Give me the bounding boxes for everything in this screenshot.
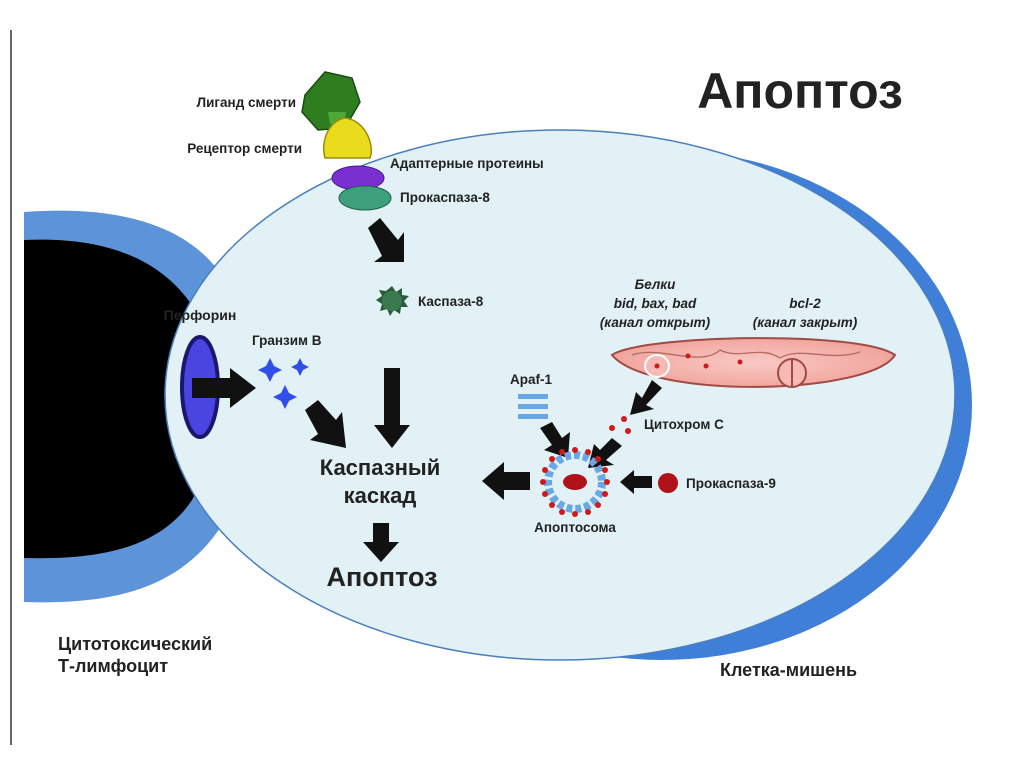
granzyme-star-1 [258,358,282,382]
granzyme-star-2 [291,358,309,376]
cytochrome-dot-3 [625,428,631,434]
cytochrome-c-label: Цитохром С [644,417,724,432]
proteins-names: bid, bax, bad [614,296,697,311]
arrow-granzyme-to-cascade [305,400,346,448]
procaspase8-label: Прокаспаза-8 [400,190,490,205]
t-lymphocyte-label-2: Т-лимфоцит [58,656,168,676]
arrow-perforin-to-granzyme [192,368,256,408]
target-cell [164,129,972,661]
cytochrome-c-dots [609,416,631,434]
caspase8-label: Каспаза-8 [418,294,484,309]
cytochrome-dot-2 [621,416,627,422]
apaf1-icon [518,394,548,419]
granzyme-b-icons [258,358,309,409]
procaspase9-icon [658,473,678,493]
mitochondrion-cristae [631,349,861,359]
procaspase8-shape [338,185,392,211]
open-channel-dot [654,363,660,369]
adapter-proteins-label: Адаптерные протеины [390,156,544,171]
arrow-apoptosome-to-cascade [482,462,530,500]
perforin-label: Перфорин [164,307,237,323]
granzyme-b-label: Гранзим В [252,333,322,348]
death-ligand-label: Лиганд смерти [197,95,296,110]
target-cell-cytoplasm [164,129,956,661]
arrow-procaspase9-to-apoptosome [620,470,652,494]
cytochrome-dot-1 [609,425,615,431]
procaspase9-label: Прокаспаза-9 [686,476,776,491]
arrow-mito-to-cytochrome [630,380,662,415]
arrow-cascade-to-apoptosis [363,523,399,562]
target-cell-label: Клетка-мишень [720,660,857,680]
apaf1-label: Apaf-1 [510,372,552,387]
t-lymphocyte-nucleus [24,239,215,559]
death-ligand-receptor [301,71,372,159]
death-ligand-shape [301,71,361,131]
proteins-state: (канал открыт) [600,315,711,330]
mitochondrion-shape [610,337,897,388]
apoptosome-icon [540,447,610,517]
caspase-cascade-label-1: Каспазный [320,455,441,480]
caspase-cascade-label-2: каскад [344,483,417,508]
death-receptor-label: Рецептор смерти [187,141,302,156]
granzyme-star-3 [273,385,297,409]
proteins-title: Белки [635,277,676,292]
page-title: Апоптоз [697,63,903,119]
arrow-caspase8-to-cascade [374,368,410,448]
t-lymphocyte-label-1: Цитотоксический [58,634,212,654]
arrow-procaspase8-to-caspase8 [368,218,404,262]
caspase8-icon [376,286,409,316]
bcl2-state: (канал закрыт) [753,315,858,330]
mitochondrion [610,337,897,388]
apoptosis-result-label: Апоптоз [326,562,437,592]
arrow-apaf1-to-apoptosome [540,422,570,458]
death-receptor-shape [323,117,372,159]
bcl2-name: bcl-2 [789,296,821,311]
apoptosome-label: Апоптосома [534,520,616,535]
